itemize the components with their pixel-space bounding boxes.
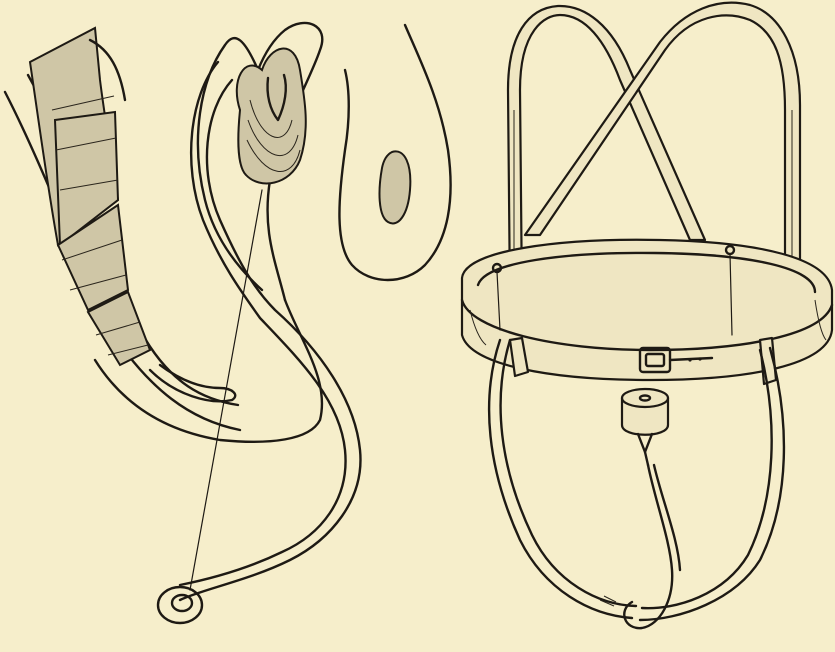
- cylinder-pad: [622, 389, 668, 465]
- side-organ: [339, 25, 450, 280]
- leg-cords: [489, 340, 784, 628]
- anatomical-section: [5, 23, 451, 623]
- support-harness: [462, 3, 832, 628]
